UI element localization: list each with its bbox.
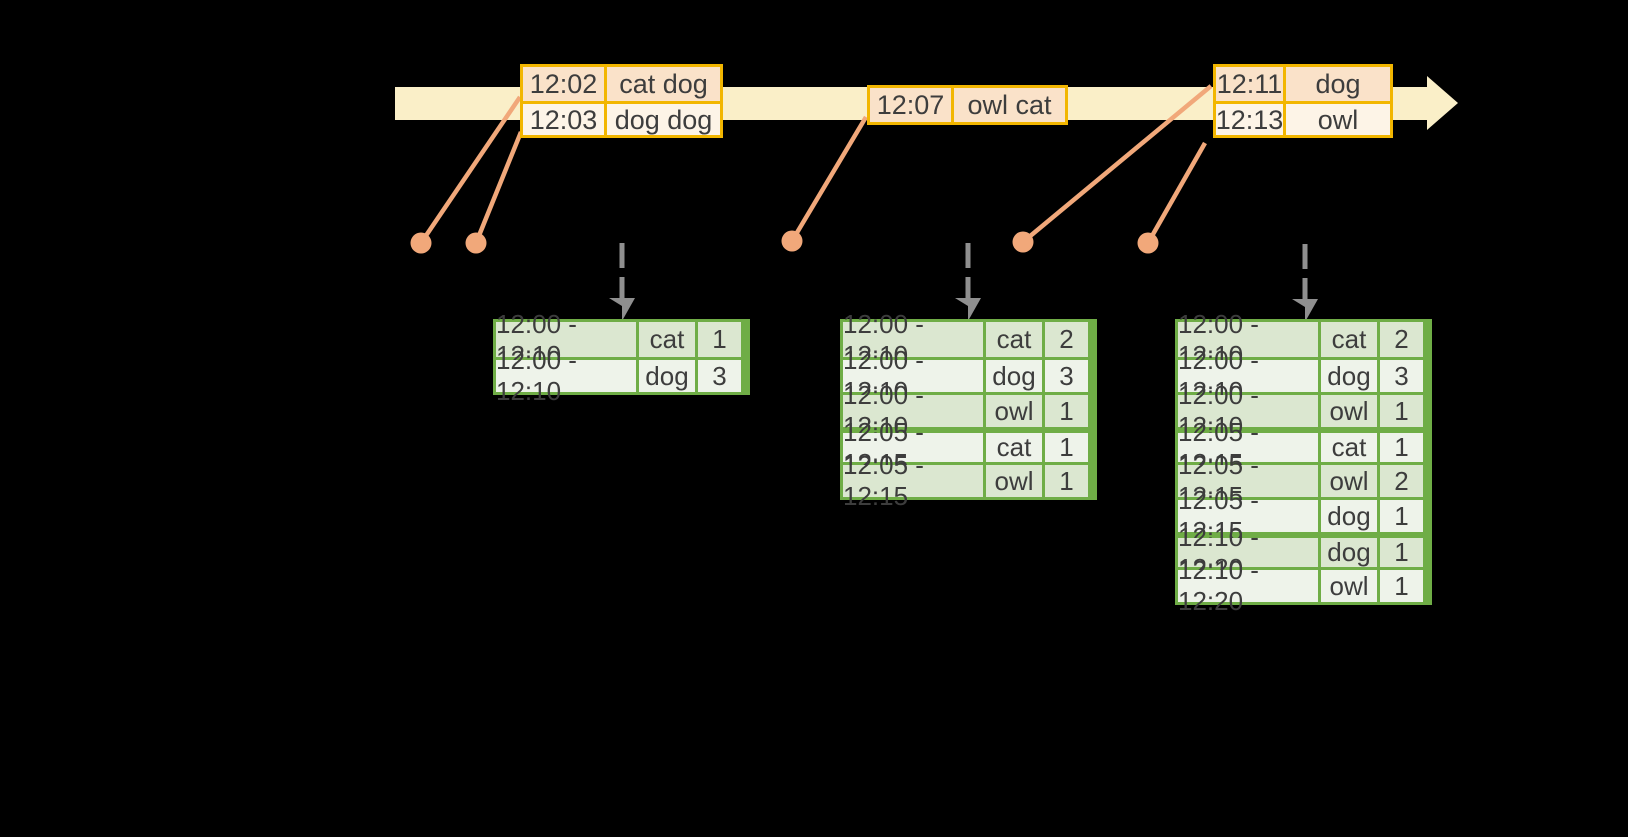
event-dot-1207 bbox=[781, 230, 803, 252]
result-row: 12:00 - 12:10 cat 2 bbox=[843, 309, 1094, 370]
result-count: 1 bbox=[1045, 465, 1088, 497]
record-row: 12:02 cat dog bbox=[523, 67, 720, 101]
result-count: 1 bbox=[1380, 395, 1423, 427]
event-line-1203 bbox=[473, 131, 524, 244]
result-word: cat bbox=[986, 322, 1045, 357]
record-time: 12:03 bbox=[523, 104, 607, 135]
result-word: owl bbox=[1321, 395, 1380, 427]
event-dot-1202 bbox=[410, 232, 432, 254]
result-table-1: 12:00 - 12:10 cat 1 12:00 - 12:10 dog 3 bbox=[493, 309, 750, 406]
record-time: 12:11 bbox=[1216, 67, 1286, 101]
result-word: dog bbox=[986, 360, 1045, 392]
result-word: cat bbox=[1321, 432, 1380, 462]
event-dot-1213 bbox=[1137, 232, 1159, 254]
result-word: dog bbox=[1321, 500, 1380, 532]
result-row: 12:05 - 12:15 cat 1 bbox=[843, 417, 1094, 478]
result-word: owl bbox=[1321, 570, 1380, 602]
result-word: cat bbox=[986, 432, 1045, 462]
result-row: 12:05 - 12:15 cat 1 bbox=[1178, 417, 1429, 478]
result-table-2: 12:00 - 12:10 cat 2 12:00 - 12:10 dog 3 … bbox=[840, 309, 1097, 511]
result-window: 12:05 - 12:15 bbox=[843, 450, 986, 511]
result-row: 12:00 - 12:10 dog 3 bbox=[1178, 345, 1429, 406]
record-row: 12:11 dog bbox=[1216, 67, 1390, 101]
result-window: 12:00 - 12:10 bbox=[1178, 309, 1321, 370]
record-row: 12:03 dog dog bbox=[523, 101, 720, 135]
event-time-dots bbox=[410, 230, 1159, 254]
result-count: 2 bbox=[1380, 465, 1423, 497]
result-count: 1 bbox=[1045, 432, 1088, 462]
result-word: dog bbox=[1321, 537, 1380, 567]
result-word: owl bbox=[986, 395, 1045, 427]
record-box-1202-1203: 12:02 cat dog 12:03 dog dog bbox=[520, 64, 723, 138]
result-count: 1 bbox=[698, 322, 741, 357]
result-word: owl bbox=[1321, 465, 1380, 497]
result-window: 12:00 - 12:10 bbox=[1178, 345, 1321, 406]
trigger-arrowhead-icon-3 bbox=[1292, 299, 1318, 322]
result-row: 12:00 - 12:10 owl 1 bbox=[1178, 380, 1429, 441]
result-window: 12:05 - 12:15 bbox=[1178, 485, 1321, 546]
result-count: 1 bbox=[1380, 432, 1423, 462]
result-count: 2 bbox=[1380, 322, 1423, 357]
result-row: 12:00 - 12:10 owl 1 bbox=[843, 380, 1094, 441]
trigger-arrow-lines bbox=[619, 243, 1308, 304]
result-word: cat bbox=[1321, 322, 1380, 357]
result-row: 12:10 - 12:20 owl 1 bbox=[1178, 555, 1429, 616]
event-dot-1203 bbox=[465, 232, 487, 254]
timeline-arrowhead-icon bbox=[1427, 76, 1458, 130]
result-row: 12:00 - 12:10 cat 2 bbox=[1178, 309, 1429, 370]
record-row: 12:13 owl bbox=[1216, 101, 1390, 135]
result-word: owl bbox=[986, 465, 1045, 497]
result-count: 3 bbox=[698, 360, 741, 392]
record-time: 12:02 bbox=[523, 67, 607, 101]
result-window: 12:10 - 12:20 bbox=[1178, 555, 1321, 616]
record-words: dog dog bbox=[607, 104, 720, 135]
result-window: 12:00 - 12:10 bbox=[843, 309, 986, 370]
result-window: 12:00 - 12:10 bbox=[1178, 380, 1321, 441]
result-word: dog bbox=[639, 360, 698, 392]
record-row: 12:07 owl cat bbox=[870, 88, 1065, 122]
result-word: cat bbox=[639, 322, 698, 357]
result-count: 3 bbox=[1380, 360, 1423, 392]
event-line-1202 bbox=[419, 95, 522, 245]
result-count: 1 bbox=[1380, 500, 1423, 532]
event-line-1211 bbox=[1021, 84, 1213, 244]
result-window: 12:00 - 12:10 bbox=[496, 345, 639, 406]
record-box-1207: 12:07 owl cat bbox=[867, 85, 1068, 125]
record-words: owl cat bbox=[954, 88, 1065, 122]
trigger-arrowhead-icon-1 bbox=[609, 298, 635, 321]
record-time: 12:07 bbox=[870, 88, 954, 122]
result-count: 2 bbox=[1045, 322, 1088, 357]
record-time: 12:13 bbox=[1216, 104, 1286, 135]
result-row: 12:05 - 12:15 dog 1 bbox=[1178, 485, 1429, 546]
event-dot-1211 bbox=[1012, 231, 1034, 253]
record-words: owl bbox=[1286, 104, 1390, 135]
event-time-lines bbox=[419, 84, 1213, 245]
result-count: 1 bbox=[1045, 395, 1088, 427]
result-row: 12:05 - 12:15 owl 1 bbox=[843, 450, 1094, 511]
trigger-arrowheads bbox=[609, 298, 1318, 322]
result-window: 12:00 - 12:10 bbox=[843, 345, 986, 406]
record-words: dog bbox=[1286, 67, 1390, 101]
result-count: 1 bbox=[1380, 537, 1423, 567]
record-words: cat dog bbox=[607, 67, 720, 101]
result-row: 12:00 - 12:10 dog 3 bbox=[843, 345, 1094, 406]
result-word: dog bbox=[1321, 360, 1380, 392]
event-line-1213 bbox=[1146, 141, 1207, 245]
result-count: 1 bbox=[1380, 570, 1423, 602]
event-line-1207 bbox=[790, 115, 868, 243]
trigger-arrowhead-icon-2 bbox=[955, 298, 981, 321]
result-row: 12:00 - 12:10 dog 3 bbox=[496, 345, 747, 406]
result-table-3: 12:00 - 12:10 cat 2 12:00 - 12:10 dog 3 … bbox=[1175, 309, 1432, 616]
record-box-1211-1213: 12:11 dog 12:13 owl bbox=[1213, 64, 1393, 138]
result-count: 3 bbox=[1045, 360, 1088, 392]
